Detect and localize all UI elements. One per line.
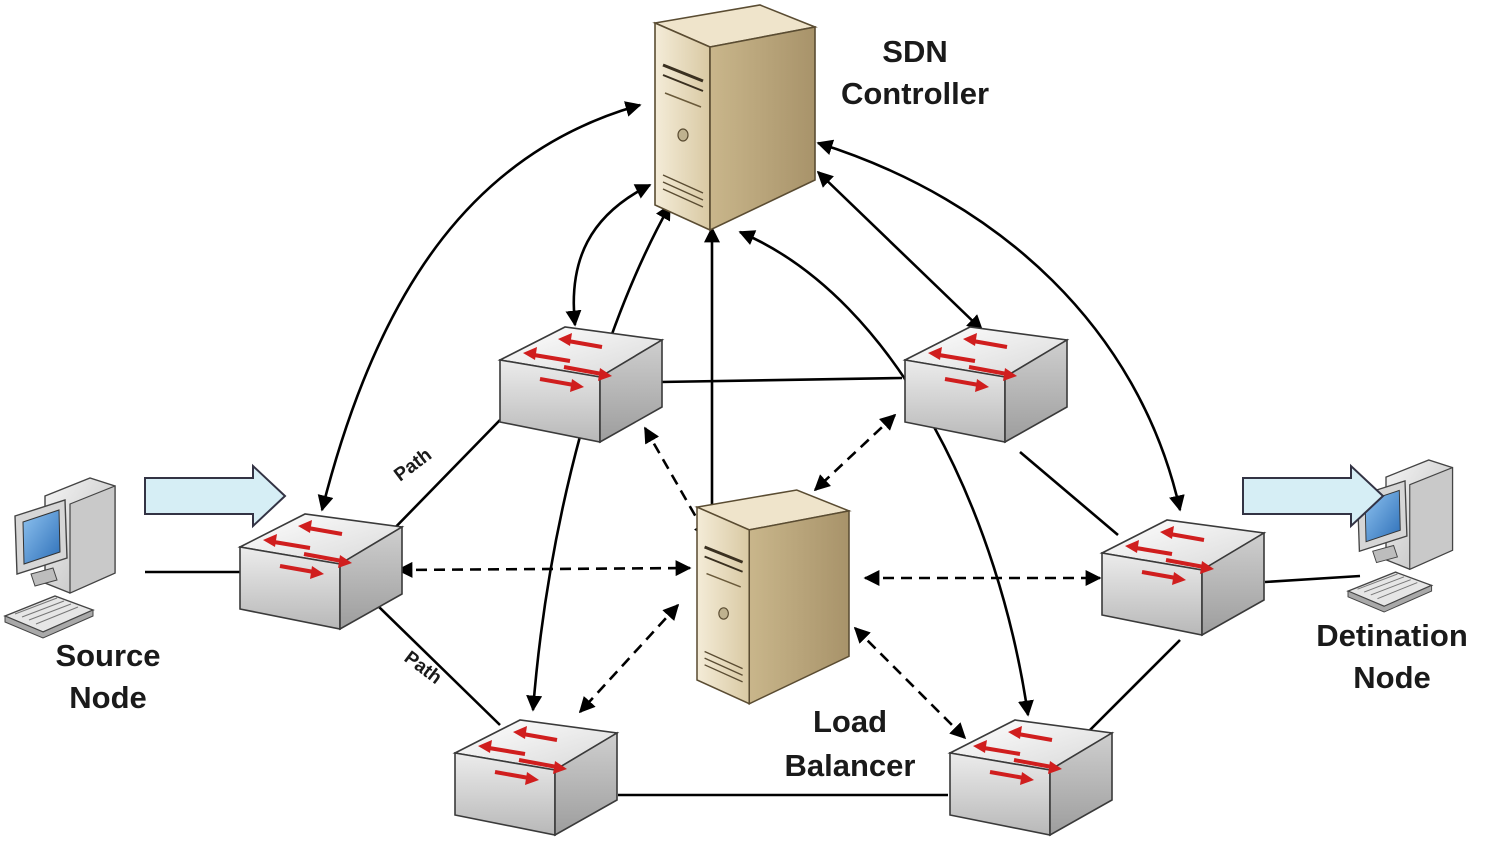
switch-source-edge-icon [238, 512, 404, 631]
ctrl-link-top-left-switch [565, 183, 652, 327]
source-computer-icon [4, 477, 116, 639]
sdn-controller-label-line1: SDN [882, 34, 947, 69]
switch-top-right-icon [903, 325, 1069, 444]
lb-link-source-switch [396, 560, 692, 578]
link-switch-to-destination [1264, 574, 1361, 584]
load-balancer-links [396, 413, 1102, 740]
lb-link-bottom-left-switch [578, 603, 680, 714]
lb-link-bottom-right-switch [853, 626, 967, 740]
ctrl-link-source-switch [317, 101, 642, 512]
link-top-switches [659, 376, 903, 384]
egress-flow-arrow-icon [1242, 465, 1384, 527]
lb-link-top-left-switch [643, 426, 710, 540]
switch-top-left-icon [498, 325, 664, 444]
switch-bottom-left-icon [453, 718, 619, 837]
source-node-label-line1: Source [55, 638, 160, 673]
destination-node-label-line2: Node [1353, 660, 1431, 695]
source-node-label-line2: Node [69, 680, 147, 715]
path-label-upper: Path [390, 444, 436, 486]
switch-bottom-right-icon [948, 718, 1114, 837]
link-right-lower [1081, 639, 1181, 739]
destination-node-label-line1: Detination [1316, 618, 1468, 653]
link-right-upper [1019, 451, 1119, 536]
path-label-lower: Path [400, 647, 446, 689]
lb-link-top-right-switch [813, 413, 897, 492]
ingress-flow-arrow-icon [144, 465, 286, 527]
switch-destination-edge-icon [1100, 518, 1266, 637]
load-balancer-label-line1: Load [813, 704, 887, 739]
link-path-lower [377, 605, 501, 726]
sdn-controller-label-line2: Controller [841, 76, 989, 111]
ctrl-link-top-right-switch [816, 170, 984, 332]
sdn-controller-server-icon [653, 3, 817, 232]
ctrl-link-right-switch [816, 139, 1185, 512]
load-balancer-label-line2: Balancer [785, 748, 916, 783]
load-balancer-server-icon [695, 488, 851, 706]
